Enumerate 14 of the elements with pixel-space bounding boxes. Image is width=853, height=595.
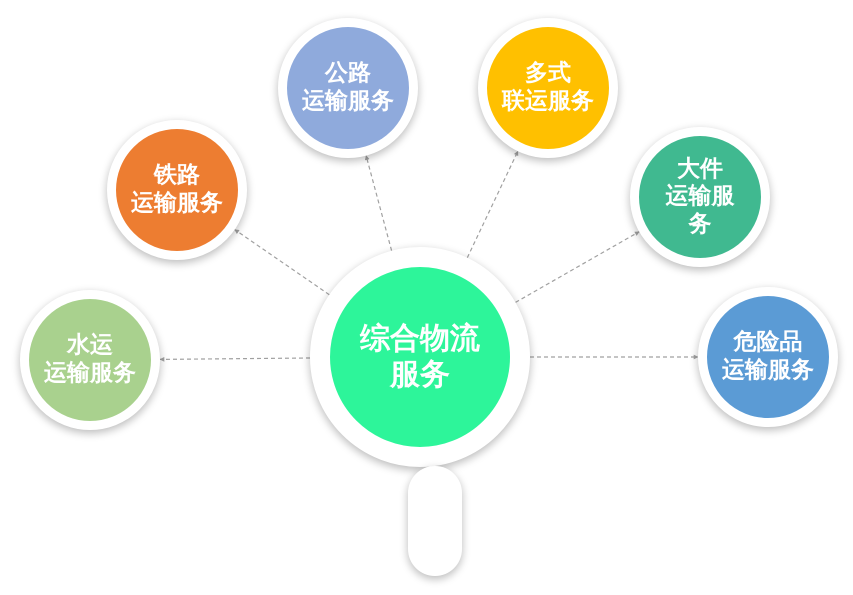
arrow	[530, 354, 698, 360]
arrow	[160, 356, 310, 362]
node-label: 水运运输服务	[42, 332, 137, 388]
node-label: 大件运输服务	[664, 156, 736, 238]
arrow	[515, 231, 640, 303]
arrow	[234, 229, 330, 296]
magnifier-handle	[408, 466, 462, 576]
node-label: 铁路运输服务	[130, 162, 224, 218]
node-label: 公路运输服务	[300, 60, 395, 116]
arrow	[466, 150, 518, 258]
node-label: 综合物流服务	[358, 321, 481, 393]
arrow	[364, 155, 392, 251]
node-label: 危险品运输服务	[720, 329, 815, 385]
node-label: 多式联运服务	[500, 60, 595, 116]
